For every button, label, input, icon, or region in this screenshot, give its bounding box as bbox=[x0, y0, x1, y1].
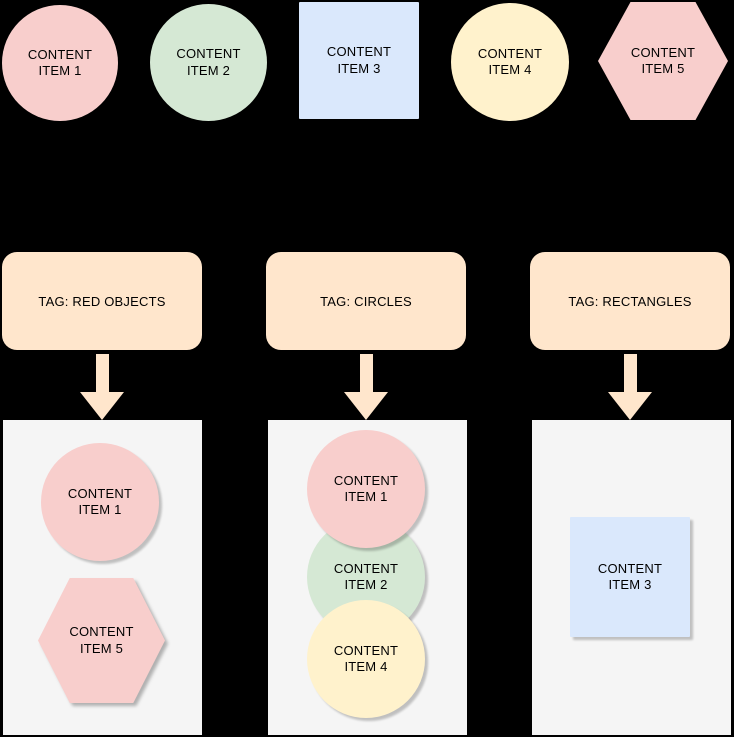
arrow-head bbox=[344, 392, 388, 420]
tag-rectangles: TAG: RECTANGLES bbox=[530, 252, 730, 350]
tag-circles: TAG: CIRCLES bbox=[266, 252, 466, 350]
bucket-red-objects: CONTENT ITEM 1 CONTENT ITEM 5 bbox=[3, 420, 202, 735]
arrow-head bbox=[80, 392, 124, 420]
content-item-5-hexagon: CONTENT ITEM 5 bbox=[598, 2, 728, 120]
content-item-3-square: CONTENT ITEM 3 bbox=[299, 2, 419, 119]
content-item-1-circle: CONTENT ITEM 1 bbox=[2, 5, 118, 121]
bucket-red-item-5-hexagon-shape: CONTENT ITEM 5 bbox=[38, 578, 165, 703]
arrow-down-icon bbox=[80, 354, 124, 420]
tag-red-objects: TAG: RED OBJECTS bbox=[2, 252, 202, 350]
arrow-head bbox=[608, 392, 652, 420]
arrow-down-icon bbox=[608, 354, 652, 420]
bucket-circles: CONTENT ITEM 2 CONTENT ITEM 1 CONTENT IT… bbox=[268, 420, 467, 735]
bucket-red-item-5-hexagon: CONTENT ITEM 5 bbox=[38, 578, 165, 703]
arrow-stem bbox=[623, 354, 637, 392]
bucket-circles-item-1-circle: CONTENT ITEM 1 bbox=[307, 430, 425, 548]
bucket-rectangles: CONTENT ITEM 3 bbox=[532, 420, 731, 735]
arrow-down-icon bbox=[344, 354, 388, 420]
bucket-circles-item-4-circle: CONTENT ITEM 4 bbox=[307, 600, 425, 718]
content-item-5-hexagon-shape: CONTENT ITEM 5 bbox=[598, 2, 728, 120]
content-item-2-circle: CONTENT ITEM 2 bbox=[150, 4, 267, 121]
bucket-red-item-1-circle: CONTENT ITEM 1 bbox=[41, 443, 159, 561]
bucket-rectangles-item-3-square: CONTENT ITEM 3 bbox=[570, 517, 690, 637]
content-item-4-circle: CONTENT ITEM 4 bbox=[451, 3, 569, 121]
arrow-stem bbox=[95, 354, 109, 392]
arrow-stem bbox=[359, 354, 373, 392]
